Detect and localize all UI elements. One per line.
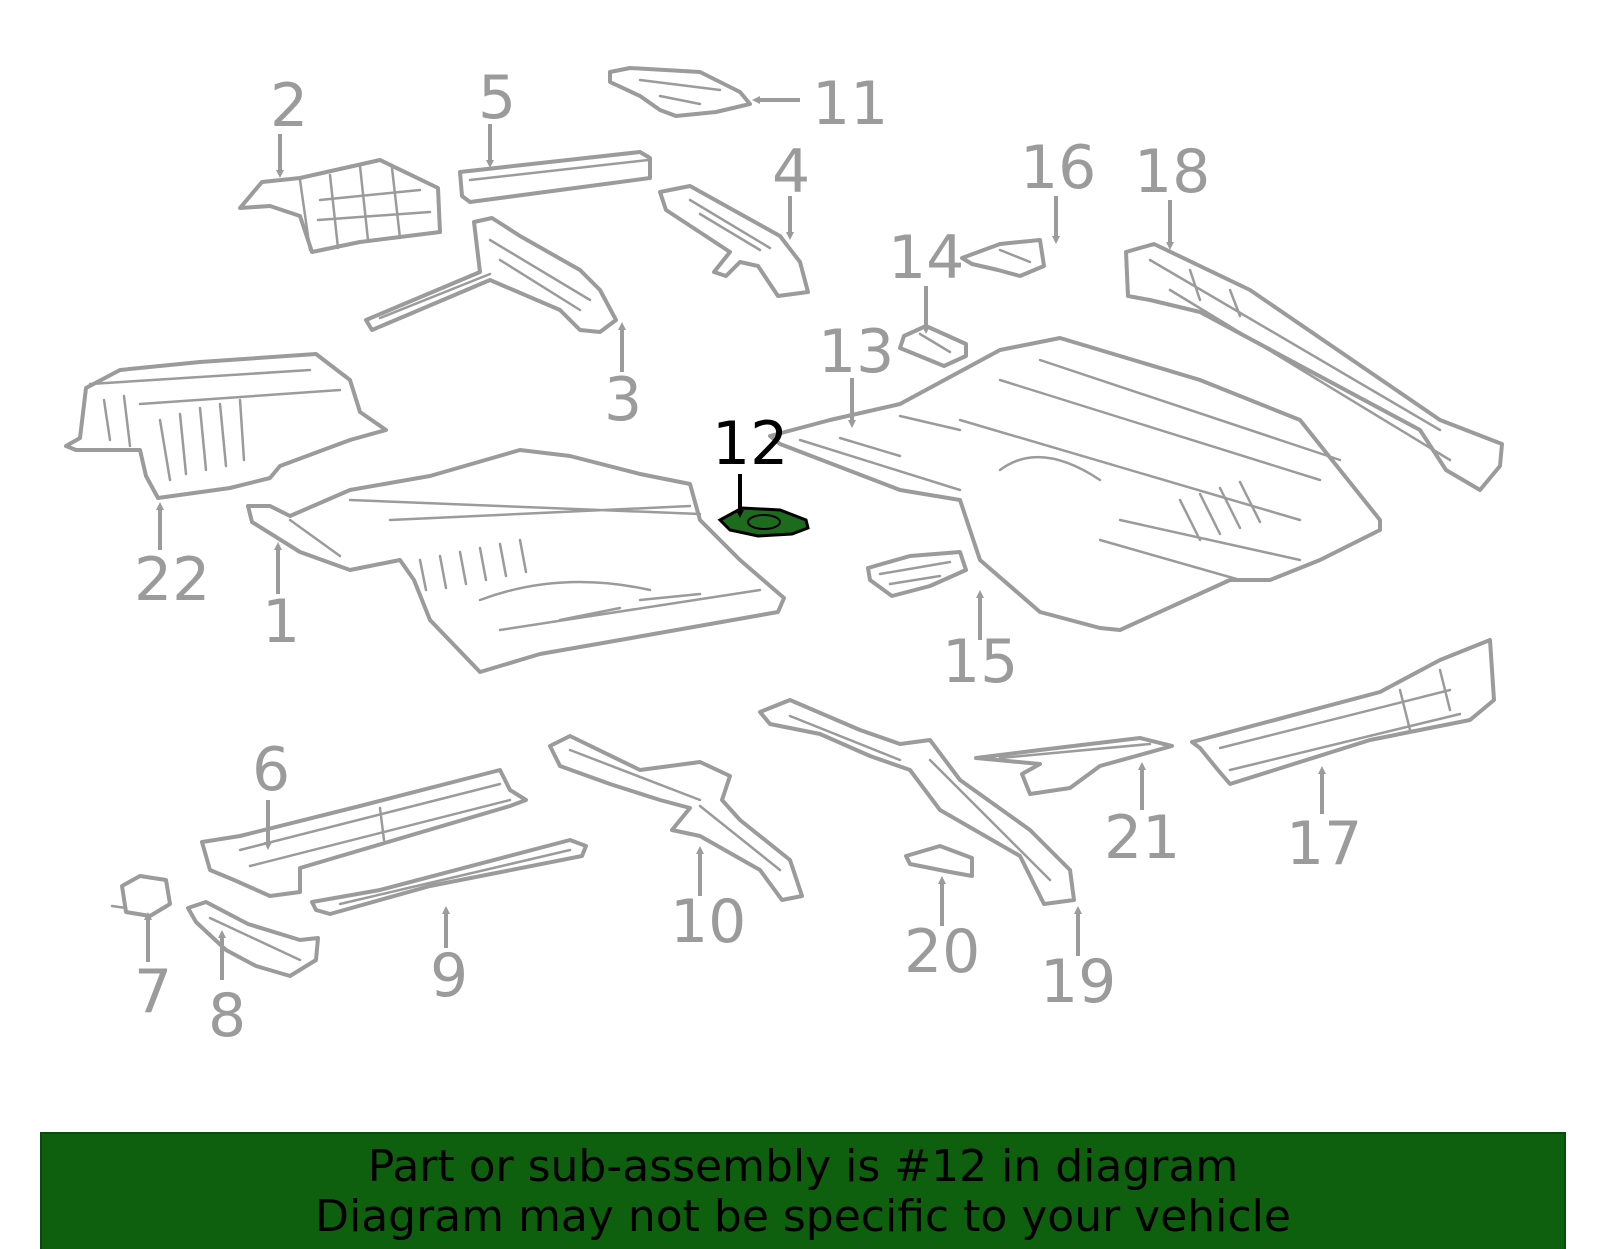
callout-4: 4 (772, 137, 810, 207)
callout-12: 12 (712, 409, 788, 479)
part-20-drawing (904, 844, 974, 878)
callout-8: 8 (208, 981, 246, 1051)
part-16-drawing (960, 238, 1046, 278)
callout-14: 14 (888, 223, 964, 293)
part-8-drawing (186, 900, 320, 978)
part-5-drawing (458, 150, 652, 204)
callout-6: 6 (252, 735, 290, 805)
banner-part-note: Part or sub-assembly is #12 in diagram (367, 1141, 1239, 1192)
part-18-drawing (1124, 242, 1504, 492)
callout-17: 17 (1286, 809, 1362, 879)
part-6-drawing (200, 768, 528, 898)
part-15-drawing (866, 550, 968, 598)
callout-13: 13 (818, 317, 894, 387)
callout-2: 2 (270, 71, 308, 141)
part-11-drawing (608, 66, 752, 118)
part-1-drawing (246, 448, 786, 674)
part-7-drawing (110, 874, 172, 918)
callout-18: 18 (1134, 137, 1210, 207)
callout-7: 7 (134, 957, 172, 1027)
part-9-drawing (310, 838, 588, 916)
callout-15: 15 (942, 627, 1018, 697)
callout-11: 11 (812, 69, 888, 139)
callout-21: 21 (1104, 803, 1180, 873)
part-14-drawing (898, 324, 968, 368)
part-12-drawing (717, 506, 810, 538)
part-22-drawing (64, 352, 388, 500)
callout-16: 16 (1020, 133, 1096, 203)
callout-10: 10 (670, 887, 746, 957)
part-10-drawing (548, 734, 804, 902)
part-19-drawing (758, 698, 1076, 906)
callout-3: 3 (604, 365, 642, 435)
part-21-drawing (974, 736, 1174, 796)
banner-disclaimer: Diagram may not be specific to your vehi… (315, 1191, 1291, 1242)
callout-22: 22 (134, 545, 210, 615)
part-4-drawing (658, 184, 810, 298)
part-3-drawing (364, 216, 618, 334)
callout-19: 19 (1040, 947, 1116, 1017)
parts-diagram: 2 5 11 4 3 16 18 14 13 12 22 1 15 6 7 8 … (64, 63, 1504, 1051)
callout-5: 5 (478, 63, 516, 133)
part-2-drawing (238, 158, 442, 254)
callout-1: 1 (262, 587, 300, 657)
part-13-drawing (768, 336, 1382, 632)
part-17-drawing (1190, 638, 1496, 786)
info-banner: Part or sub-assembly is #12 in diagram D… (40, 1132, 1566, 1249)
callout-9: 9 (430, 941, 468, 1011)
callout-20: 20 (904, 917, 980, 987)
